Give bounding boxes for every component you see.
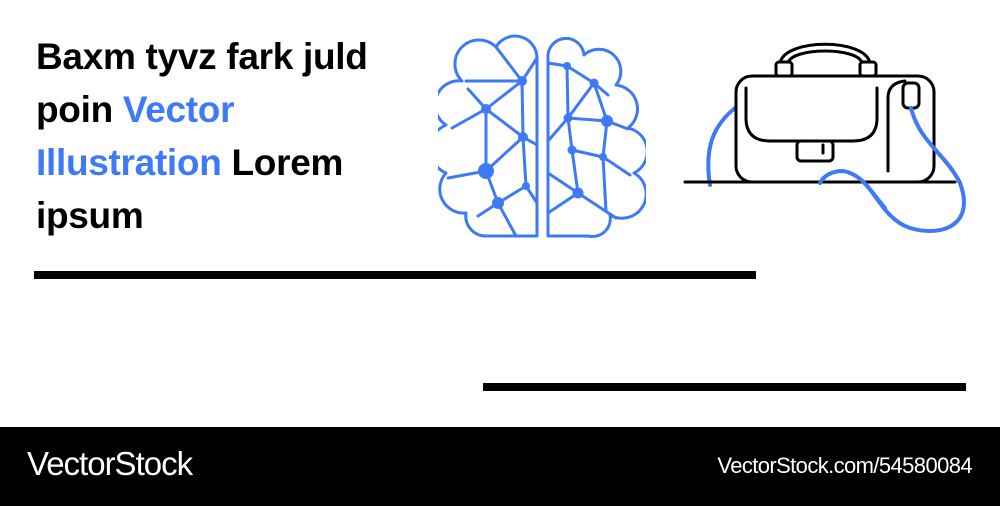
headline: Baxm tyvz fark juld poin Vector Illustra… xyxy=(36,30,416,242)
brand-logo: VectorStock xyxy=(27,445,193,482)
brain-network-icon xyxy=(438,34,646,238)
divider-line-lower xyxy=(483,383,966,391)
divider-line-upper xyxy=(34,271,756,279)
handbag-with-cord-icon xyxy=(683,42,966,233)
headline-part-1: Baxm tyvz fark juld poin xyxy=(36,36,368,130)
headline-part-3: Lorem ipsum xyxy=(36,142,344,236)
image-id: VectorStock.com/54580084 xyxy=(717,453,972,478)
footer-bar: VectorStock VectorStock.com/54580084 xyxy=(0,427,1000,506)
headline-accent: Vector Illustration xyxy=(36,89,235,183)
